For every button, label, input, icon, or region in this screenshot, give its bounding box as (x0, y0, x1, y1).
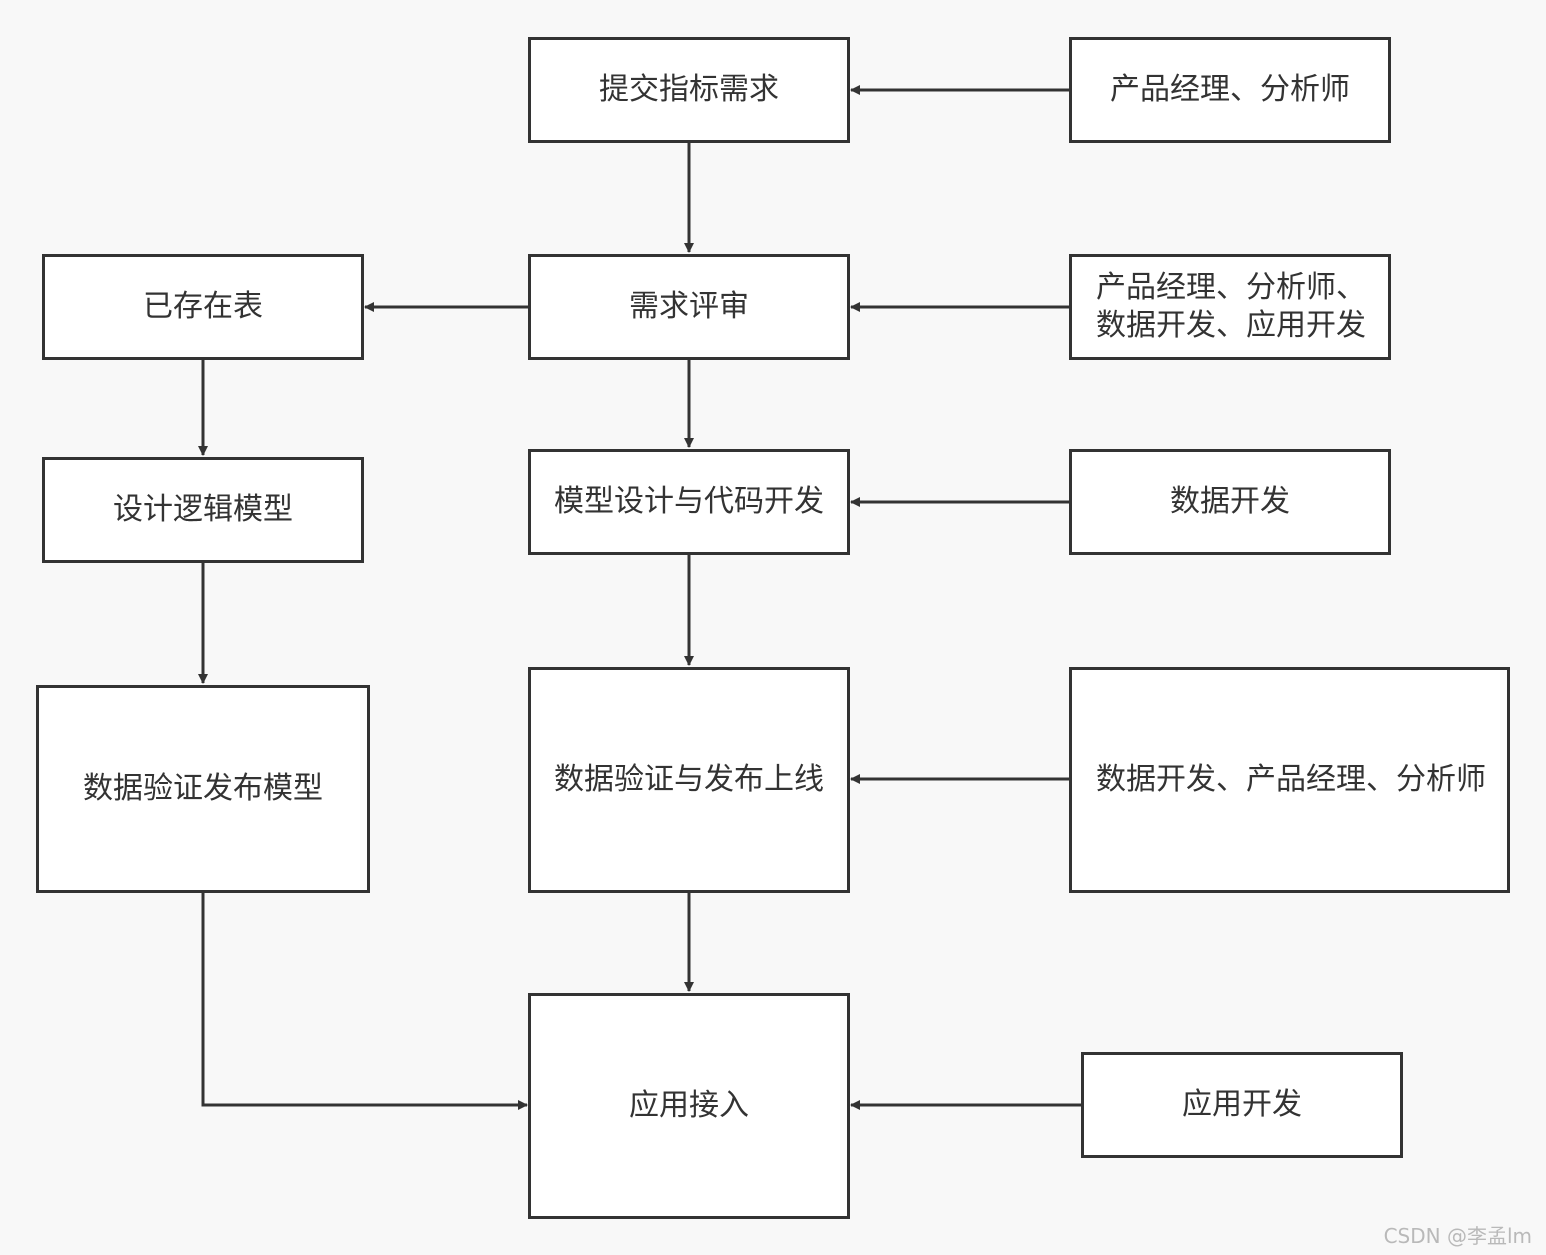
node-verify-release-label: 数据验证与发布上线 (554, 762, 824, 797)
node-logical-model: 设计逻辑模型 (42, 457, 364, 563)
node-submit-requirement: 提交指标需求 (528, 37, 850, 143)
node-existing-table-label: 已存在表 (143, 289, 263, 324)
node-role-verify: 数据开发、产品经理、分析师 (1069, 667, 1510, 893)
node-requirement-review: 需求评审 (528, 254, 850, 360)
node-role-app-dev-label: 应用开发 (1182, 1087, 1302, 1122)
node-role-data-dev-label: 数据开发 (1170, 484, 1290, 519)
node-role-data-dev: 数据开发 (1069, 449, 1391, 555)
node-role-app-dev: 应用开发 (1081, 1052, 1403, 1158)
node-model-design-dev-label: 模型设计与代码开发 (554, 484, 824, 519)
node-role-pm-analyst-label: 产品经理、分析师 (1110, 72, 1350, 107)
node-submit-requirement-label: 提交指标需求 (599, 72, 779, 107)
node-app-access-label: 应用接入 (629, 1088, 749, 1123)
node-requirement-review-label: 需求评审 (629, 289, 749, 324)
node-model-design-dev: 模型设计与代码开发 (528, 449, 850, 555)
node-verify-publish-model-label: 数据验证发布模型 (83, 771, 323, 806)
node-logical-model-label: 设计逻辑模型 (113, 492, 293, 527)
node-verify-publish-model: 数据验证发布模型 (36, 685, 370, 893)
watermark-text: CSDN @李孟lm (1383, 1224, 1532, 1248)
edge-verify-left-to-app-access (201, 892, 528, 1110)
node-app-access: 应用接入 (528, 993, 850, 1219)
node-role-review-label: 产品经理、分析师、 数据开发、应用开发 (1096, 270, 1366, 343)
node-role-verify-label: 数据开发、产品经理、分析师 (1096, 762, 1486, 797)
node-role-pm-analyst: 产品经理、分析师 (1069, 37, 1391, 143)
node-role-review: 产品经理、分析师、 数据开发、应用开发 (1069, 254, 1391, 360)
node-existing-table: 已存在表 (42, 254, 364, 360)
node-verify-release: 数据验证与发布上线 (528, 667, 850, 893)
